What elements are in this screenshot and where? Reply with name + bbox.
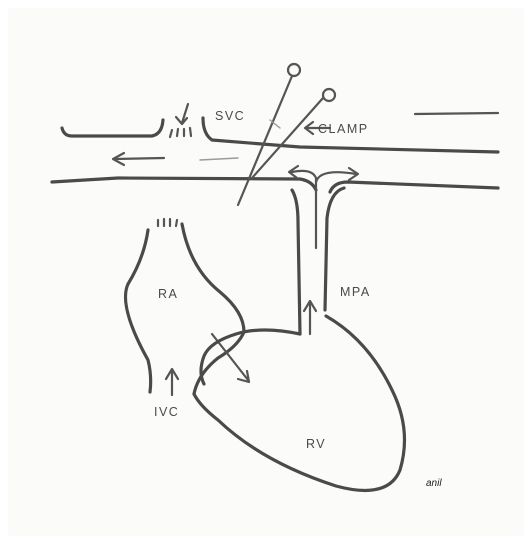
label-mpa: MPA (340, 285, 371, 299)
signature: anil (426, 478, 442, 489)
label-ra: RA (158, 287, 178, 301)
vessel-top-right-fragment (415, 113, 498, 114)
label-rv: RV (306, 437, 326, 451)
label-ivc: IVC (154, 405, 179, 419)
label-svc: SVC (215, 109, 245, 123)
label-clamp: CLAMP (318, 122, 369, 136)
